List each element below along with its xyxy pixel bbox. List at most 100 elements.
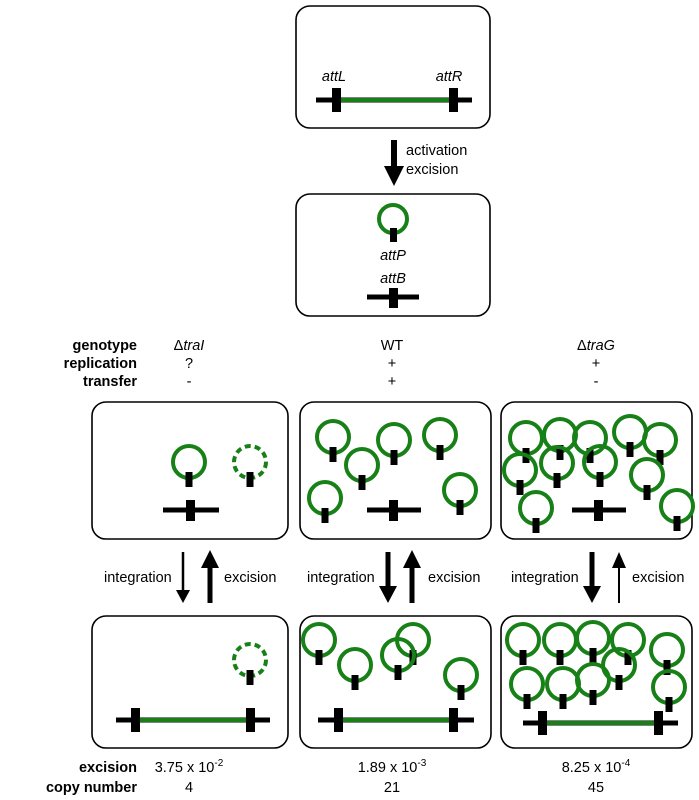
attP-site xyxy=(559,694,567,709)
excised-element xyxy=(651,669,687,712)
attP-site xyxy=(456,500,464,515)
attR-label: attR xyxy=(436,69,463,85)
excised-element xyxy=(601,647,637,690)
traI-excised-plasmids xyxy=(171,444,268,487)
wt-integrated-chromosome xyxy=(318,708,474,732)
replication-col2: + xyxy=(388,356,396,372)
wt-attB-site xyxy=(389,500,398,521)
excised-element xyxy=(301,622,337,665)
attP-site xyxy=(656,450,664,465)
traI-integrated-box xyxy=(91,615,289,749)
attP-site xyxy=(589,648,597,663)
excised-element xyxy=(505,622,541,665)
integration-label-traG: integration xyxy=(511,570,579,586)
attR-site xyxy=(449,88,458,112)
excised-element-dashed xyxy=(232,642,268,685)
traG-integrated-chromosome xyxy=(523,711,678,735)
genotype-col3: ΔtraG xyxy=(577,338,615,354)
excised-element xyxy=(171,444,207,487)
excised-element xyxy=(307,480,343,523)
traI-integrated-plasmids xyxy=(232,642,268,685)
attP-site xyxy=(626,442,634,457)
excised-element-dashed xyxy=(232,444,268,487)
arrows-traI: integration excision xyxy=(104,550,276,603)
genotype-row-label: genotype xyxy=(73,338,137,354)
attP-site xyxy=(390,228,397,242)
attP-site xyxy=(315,650,323,665)
excised-element xyxy=(380,637,416,680)
attP-site xyxy=(586,448,594,463)
excised-element xyxy=(582,444,618,487)
excision-label-top: excision xyxy=(406,162,458,178)
genotype-col2: WT xyxy=(381,338,404,354)
excised-element xyxy=(539,445,575,488)
attP-site xyxy=(351,675,359,690)
attP-site xyxy=(553,473,561,488)
attL-label: attL xyxy=(322,69,346,85)
attP-site xyxy=(519,650,527,665)
attB-label: attB xyxy=(380,271,406,287)
attP-site xyxy=(436,445,444,460)
traI-excised-box xyxy=(91,401,289,540)
excised-element xyxy=(575,620,611,663)
transfer-col1: - xyxy=(187,374,192,390)
excised-element xyxy=(376,422,412,465)
integration-label-wt: integration xyxy=(307,570,375,586)
replication-row-label: replication xyxy=(64,356,137,372)
excised-element xyxy=(518,490,554,533)
header-table: genotype replication transfer ΔtraI WT Δ… xyxy=(64,338,615,390)
attP-site xyxy=(532,518,540,533)
copy-number-col1: 4 xyxy=(185,780,193,796)
attP-site xyxy=(394,665,402,680)
attP-site xyxy=(596,472,604,487)
excised-element xyxy=(442,472,478,515)
activation-arrow: activation excision xyxy=(384,140,467,186)
attP-site xyxy=(665,697,673,712)
wt-integrated-plasmids xyxy=(301,622,479,700)
excision-col3: 8.25 x 10-4 xyxy=(562,758,631,776)
attP-site xyxy=(615,675,623,690)
attP-site xyxy=(643,485,651,500)
excised-element xyxy=(344,447,380,490)
excised-element xyxy=(649,632,685,675)
attP-site xyxy=(390,450,398,465)
attP-site xyxy=(663,660,671,675)
excision-label-traI: excision xyxy=(224,570,276,586)
excised-element-box: attP attB xyxy=(295,193,491,317)
traG-attB-site xyxy=(594,500,603,521)
transfer-row-label: transfer xyxy=(83,374,137,390)
excised-element xyxy=(642,422,678,465)
excised-element xyxy=(502,452,538,495)
excision-row-label: excision xyxy=(79,760,137,776)
excised-element xyxy=(443,657,479,700)
replication-col3: + xyxy=(592,356,600,372)
wt-excised-plasmids xyxy=(307,417,478,523)
excised-element xyxy=(572,420,608,463)
transfer-col2: + xyxy=(388,374,396,390)
attP-site xyxy=(246,670,254,685)
excised-element xyxy=(509,666,545,709)
excision-col2: 1.89 x 10-3 xyxy=(358,758,427,776)
excision-col1: 3.75 x 10-2 xyxy=(155,758,224,776)
traG-integrated-plasmids xyxy=(505,620,687,712)
genotype-col1: ΔtraI xyxy=(174,338,205,354)
excision-label-wt: excision xyxy=(428,570,480,586)
arrows-wt: integration excision xyxy=(307,550,480,603)
attP-site xyxy=(624,650,632,665)
attP-site xyxy=(457,685,465,700)
excised-element xyxy=(422,417,458,460)
copy-number-row-label: copy number xyxy=(46,780,137,796)
attP-label: attP xyxy=(380,248,406,264)
attP-site xyxy=(246,472,254,487)
replication-col1: ? xyxy=(185,356,193,372)
excised-element xyxy=(629,457,665,500)
integrated-element-box: attL attR xyxy=(295,5,491,129)
attP-site xyxy=(523,694,531,709)
attP-site xyxy=(185,472,193,487)
traI-integrated-chromosome xyxy=(116,708,270,732)
transfer-col3: - xyxy=(594,374,599,390)
excised-element xyxy=(337,647,373,690)
attP-site xyxy=(589,690,597,705)
excision-label-traG: excision xyxy=(632,570,684,586)
excised-element xyxy=(610,622,646,665)
